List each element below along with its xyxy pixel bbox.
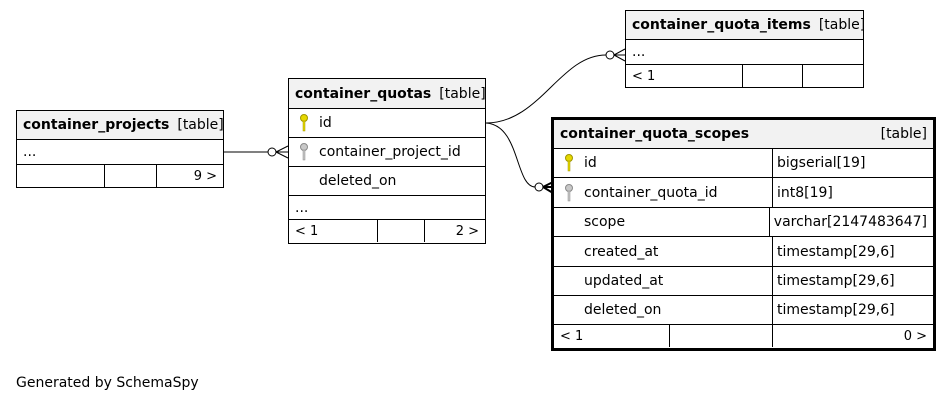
- ellipsis-text: ...: [23, 144, 37, 160]
- table-header[interactable]: container_quota_items [table]: [626, 11, 866, 40]
- table-footer: < 1 2 >: [289, 220, 485, 242]
- column-row[interactable]: scope varchar[2147483647]: [554, 208, 933, 237]
- table-header[interactable]: container_quotas [table]: [289, 79, 486, 109]
- column-type: varchar[2147483647]: [773, 214, 927, 230]
- column-row[interactable]: created_at timestamp[29,6]: [554, 237, 933, 267]
- table-footer: < 1: [626, 65, 863, 87]
- foreign-key-icon: [295, 143, 313, 161]
- column-name: deleted_on: [584, 302, 662, 318]
- column-row[interactable]: updated_at timestamp[29,6]: [554, 267, 933, 296]
- table-kind: [table]: [177, 117, 224, 133]
- primary-key-icon: [295, 114, 313, 132]
- optional-marker-icon: [605, 50, 615, 60]
- column-row[interactable]: container_project_id: [289, 138, 485, 167]
- table-kind: [table]: [818, 17, 866, 33]
- column-name: scope: [584, 214, 626, 230]
- relationship-quotas-scopes: [485, 122, 536, 188]
- column-name: updated_at: [584, 273, 664, 289]
- children-count: 0 >: [903, 328, 927, 344]
- column-type: int8[19]: [777, 184, 833, 201]
- ellipsis-row: ...: [626, 40, 863, 65]
- column-name: id: [319, 115, 332, 131]
- table-name: container_quota_scopes: [560, 126, 750, 142]
- column-type: timestamp[29,6]: [777, 243, 895, 260]
- table-name: container_projects: [23, 117, 170, 133]
- column-name: deleted_on: [319, 173, 397, 189]
- ellipsis-row: ...: [289, 196, 485, 220]
- ellipsis-row: ...: [17, 140, 223, 165]
- table-footer: 9 >: [17, 165, 223, 187]
- column-row[interactable]: id bigserial[19]: [554, 149, 933, 178]
- column-name: created_at: [584, 243, 659, 260]
- table-container-quota-items[interactable]: container_quota_items [table] ... < 1: [625, 10, 866, 88]
- columns-count: [105, 165, 157, 187]
- relationship-quotas-items: [485, 54, 607, 124]
- table-kind: [table]: [439, 85, 486, 102]
- primary-key-icon: [560, 154, 578, 172]
- column-name: id: [584, 155, 597, 171]
- column-type: timestamp[29,6]: [777, 302, 895, 318]
- optional-marker-icon: [534, 182, 544, 192]
- table-container-quotas[interactable]: container_quotas [table] id container_pr…: [288, 78, 486, 244]
- column-row[interactable]: deleted_on timestamp[29,6]: [554, 296, 933, 325]
- table-header[interactable]: container_projects [table]: [17, 111, 224, 140]
- column-type: timestamp[29,6]: [777, 273, 895, 289]
- table-footer: < 1 0 >: [554, 325, 933, 347]
- columns-count: [743, 65, 803, 87]
- table-kind: [table]: [880, 126, 927, 142]
- column-type: bigserial[19]: [777, 155, 866, 171]
- children-count: [803, 65, 863, 87]
- parents-count: < 1: [554, 325, 670, 347]
- column-name: container_quota_id: [584, 184, 718, 201]
- ellipsis-text: ...: [295, 199, 309, 216]
- foreign-key-icon: [560, 183, 578, 202]
- crowfoot-icon: [613, 48, 626, 62]
- ellipsis-text: ...: [632, 44, 646, 60]
- table-name: container_quota_items: [632, 17, 811, 33]
- parents-count: < 1: [289, 220, 378, 242]
- crowfoot-icon: [275, 145, 289, 159]
- parents-count: < 1: [626, 65, 743, 87]
- children-count: 2 >: [455, 223, 479, 239]
- table-container-quota-scopes[interactable]: container_quota_scopes [table] id bigser…: [551, 117, 936, 351]
- column-name: container_project_id: [319, 144, 461, 160]
- table-header[interactable]: container_quota_scopes [table]: [554, 120, 933, 149]
- column-row[interactable]: deleted_on: [289, 167, 485, 196]
- table-container-projects[interactable]: container_projects [table] ... 9 >: [16, 110, 224, 188]
- optional-marker-icon: [267, 147, 277, 157]
- columns-count: [378, 220, 425, 242]
- children-count: 9 >: [193, 168, 217, 184]
- columns-count: [670, 325, 773, 347]
- table-name: container_quotas: [295, 85, 432, 102]
- column-row[interactable]: container_quota_id int8[19]: [554, 178, 933, 208]
- generated-by-credit[interactable]: Generated by SchemaSpy: [16, 375, 199, 391]
- parents-count: [17, 165, 105, 187]
- column-row[interactable]: id: [289, 109, 485, 138]
